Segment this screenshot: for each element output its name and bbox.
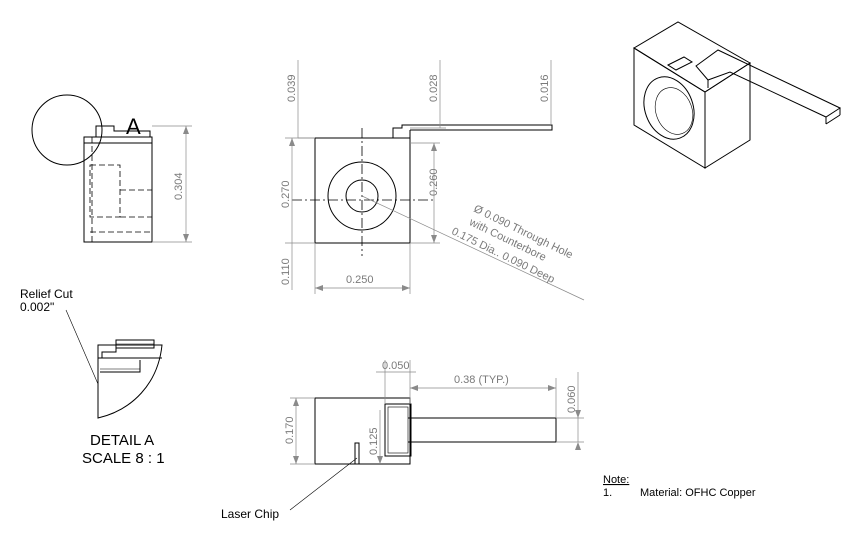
laser-chip-label: Laser Chip xyxy=(221,507,279,521)
dim-0125: 0.125 xyxy=(368,427,380,455)
dim-0028: 0.028 xyxy=(428,74,440,102)
front-view: 0.039 0.028 0.016 0.270 0.110 0.260 0.25… xyxy=(280,60,585,301)
dim-0170: 0.170 xyxy=(284,416,296,444)
dim-0270: 0.270 xyxy=(280,180,292,208)
dim-0250: 0.250 xyxy=(346,274,374,286)
note-block: Note: 1. Material: OFHC Copper xyxy=(603,474,756,499)
isometric-view xyxy=(633,21,842,169)
note-number: 1. xyxy=(603,487,612,499)
dim-038-typ: 0.38 (TYP.) xyxy=(454,374,509,386)
detail-a-scale: SCALE 8 : 1 xyxy=(82,450,165,467)
through-hole-circle xyxy=(345,179,379,213)
counterbore-circle xyxy=(327,161,397,231)
detail-a-circle xyxy=(31,94,103,166)
relief-cut-value: 0.002" xyxy=(20,300,54,314)
dim-0060: 0.060 xyxy=(566,385,578,413)
dim-0016: 0.016 xyxy=(539,74,551,102)
dim-0050: 0.050 xyxy=(382,360,410,372)
dim-0039: 0.039 xyxy=(286,74,298,102)
bottom-view: 0.170 0.125 0.050 0.38 (TYP.) 0.060 Lase… xyxy=(221,360,584,521)
hole-callout: Ø 0.090 Through Hole with Counterbore 0.… xyxy=(450,203,575,286)
detail-a-view: Relief Cut 0.002" DETAIL A SCALE 8 : 1 xyxy=(20,287,165,467)
note-heading: Note: xyxy=(603,474,629,486)
side-view-left: A 0.304 xyxy=(31,94,192,243)
dim-0304: 0.304 xyxy=(173,172,185,200)
detail-a-marker: A xyxy=(126,114,141,139)
relief-cut-label: Relief Cut xyxy=(20,287,73,301)
detail-a-title: DETAIL A xyxy=(90,432,154,449)
dim-0260: 0.260 xyxy=(428,168,440,196)
dim-0110: 0.110 xyxy=(280,258,292,285)
note-text: Material: OFHC Copper xyxy=(640,487,756,499)
